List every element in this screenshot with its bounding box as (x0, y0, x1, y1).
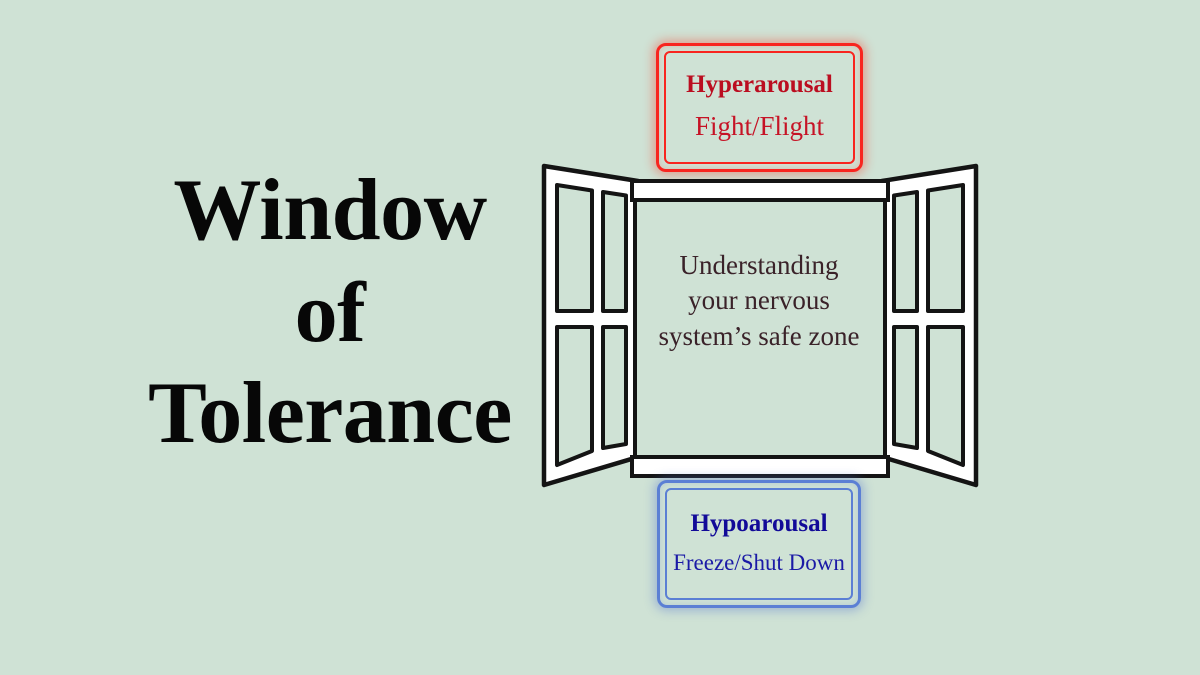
hypoarousal-inner-border (665, 488, 853, 600)
left-shutter-pane-top-inner (601, 190, 628, 313)
right-shutter (879, 163, 979, 488)
open-window-illustration (530, 155, 990, 500)
hypoarousal-title: Hypoarousal (690, 509, 828, 537)
page-title: Window of Tolerance (60, 162, 600, 462)
window-sill (630, 455, 890, 478)
left-shutter (541, 163, 641, 488)
right-shutter-pane-bottom-outer (926, 325, 965, 467)
hyperarousal-inner-border (664, 51, 855, 164)
window-lintel (630, 179, 890, 202)
window-frame (630, 179, 890, 478)
right-shutter-pane-bottom-inner (892, 325, 919, 450)
right-shutter-pane-top-outer (926, 183, 965, 313)
hyperarousal-callout: Hyperarousal Fight/Flight (656, 43, 863, 172)
left-shutter-pane-bottom-outer (555, 325, 594, 467)
hypoarousal-callout: Hypoarousal Freeze/Shut Down (657, 480, 861, 608)
title-line-1: Window (173, 162, 487, 259)
window-caption: Understanding your nervous system’s safe… (658, 250, 860, 351)
hyperarousal-subtitle: Fight/Flight (694, 111, 825, 142)
left-shutter-pane-bottom-inner (601, 325, 628, 450)
hypoarousal-subtitle: Freeze/Shut Down (673, 550, 845, 576)
title-line-2: of (294, 264, 366, 361)
window-svg (541, 163, 979, 488)
left-shutter-pane-top-outer (555, 183, 594, 313)
title-line-3: Tolerance (148, 364, 512, 462)
right-shutter-pane-top-inner (892, 190, 919, 313)
hyperarousal-title: Hyperarousal (686, 71, 833, 99)
